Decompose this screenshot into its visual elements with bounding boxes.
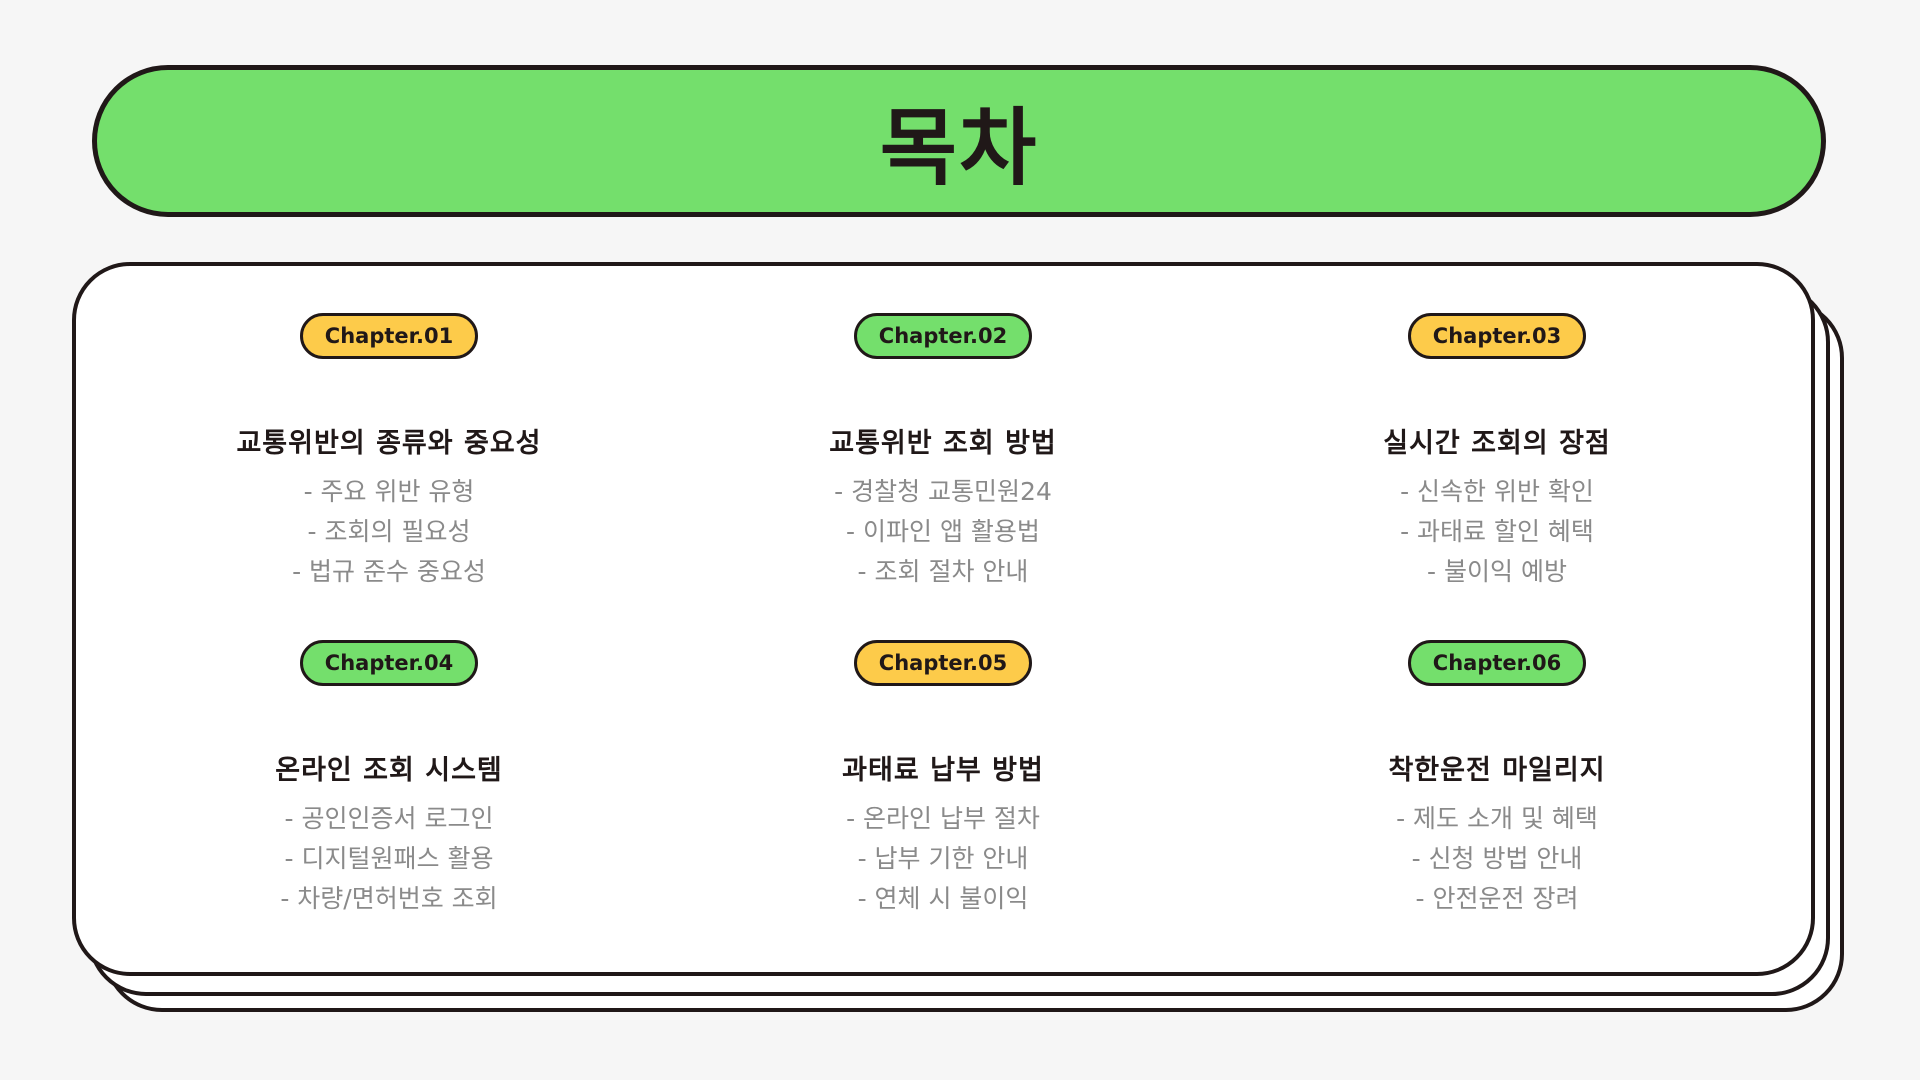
chapter-badge: Chapter.02 (854, 313, 1032, 359)
chapter-01: Chapter.01 교통위반의 종류와 중요성 - 주요 위반 유형 - 조회… (112, 313, 666, 592)
chapter-items: - 공인인증서 로그인 - 디지털원패스 활용 - 차량/면허번호 조회 (280, 799, 497, 919)
contents-card (72, 262, 1815, 976)
chapter-item: - 제도 소개 및 혜택 (1396, 804, 1598, 833)
chapter-item: - 불이익 예방 (1427, 557, 1567, 586)
chapter-title: 온라인 조회 시스템 (275, 755, 503, 786)
chapter-04: Chapter.04 온라인 조회 시스템 - 공인인증서 로그인 - 디지털원… (112, 640, 666, 919)
chapter-title: 교통위반 조회 방법 (829, 428, 1057, 459)
page-title: 목차 (879, 98, 1039, 197)
chapter-item: - 과태료 할인 혜택 (1400, 517, 1594, 546)
chapter-badge: Chapter.04 (300, 640, 478, 686)
chapter-items: - 신속한 위반 확인 - 과태료 할인 혜택 - 불이익 예방 (1400, 472, 1594, 592)
title-banner: 목차 (92, 65, 1826, 217)
chapter-title: 과태료 납부 방법 (842, 755, 1044, 786)
chapter-06: Chapter.06 착한운전 마일리지 - 제도 소개 및 혜택 - 신청 방… (1220, 640, 1774, 919)
chapter-item: - 주요 위반 유형 (303, 477, 475, 506)
chapter-item: - 공인인증서 로그인 (284, 804, 494, 833)
chapter-item: - 조회의 필요성 (307, 517, 471, 546)
chapter-badge: Chapter.03 (1408, 313, 1586, 359)
chapter-badge: Chapter.05 (854, 640, 1032, 686)
chapter-items: - 온라인 납부 절차 - 납부 기한 안내 - 연체 시 불이익 (846, 799, 1040, 919)
chapter-items: - 주요 위반 유형 - 조회의 필요성 - 법규 준수 중요성 (292, 472, 486, 592)
chapter-title: 착한운전 마일리지 (1388, 755, 1606, 786)
chapter-item: - 온라인 납부 절차 (846, 804, 1040, 833)
chapter-badge: Chapter.01 (300, 313, 478, 359)
chapter-item: - 안전운전 장려 (1415, 884, 1579, 913)
chapter-05: Chapter.05 과태료 납부 방법 - 온라인 납부 절차 - 납부 기한… (666, 640, 1220, 919)
chapter-item: - 신속한 위반 확인 (1400, 477, 1594, 506)
chapter-item: - 차량/면허번호 조회 (280, 884, 498, 913)
chapter-item: - 연체 시 불이익 (857, 884, 1029, 913)
chapter-badge: Chapter.06 (1408, 640, 1586, 686)
chapter-item: - 조회 절차 안내 (857, 557, 1029, 586)
chapter-item: - 경찰청 교통민원24 (834, 477, 1052, 506)
chapter-item: - 이파인 앱 활용법 (846, 517, 1040, 546)
chapter-03: Chapter.03 실시간 조회의 장점 - 신속한 위반 확인 - 과태료 … (1220, 313, 1774, 592)
chapter-02: Chapter.02 교통위반 조회 방법 - 경찰청 교통민원24 - 이파인… (666, 313, 1220, 592)
chapter-title: 실시간 조회의 장점 (1383, 428, 1611, 459)
chapter-title: 교통위반의 종류와 중요성 (236, 428, 542, 459)
chapter-item: - 납부 기한 안내 (857, 844, 1029, 873)
chapter-item: - 신청 방법 안내 (1411, 844, 1583, 873)
chapter-item: - 법규 준수 중요성 (292, 557, 486, 586)
chapter-items: - 경찰청 교통민원24 - 이파인 앱 활용법 - 조회 절차 안내 (834, 472, 1052, 592)
chapter-item: - 디지털원패스 활용 (284, 844, 494, 873)
chapter-grid: Chapter.01 교통위반의 종류와 중요성 - 주요 위반 유형 - 조회… (72, 262, 1815, 976)
chapter-items: - 제도 소개 및 혜택 - 신청 방법 안내 - 안전운전 장려 (1396, 799, 1598, 919)
